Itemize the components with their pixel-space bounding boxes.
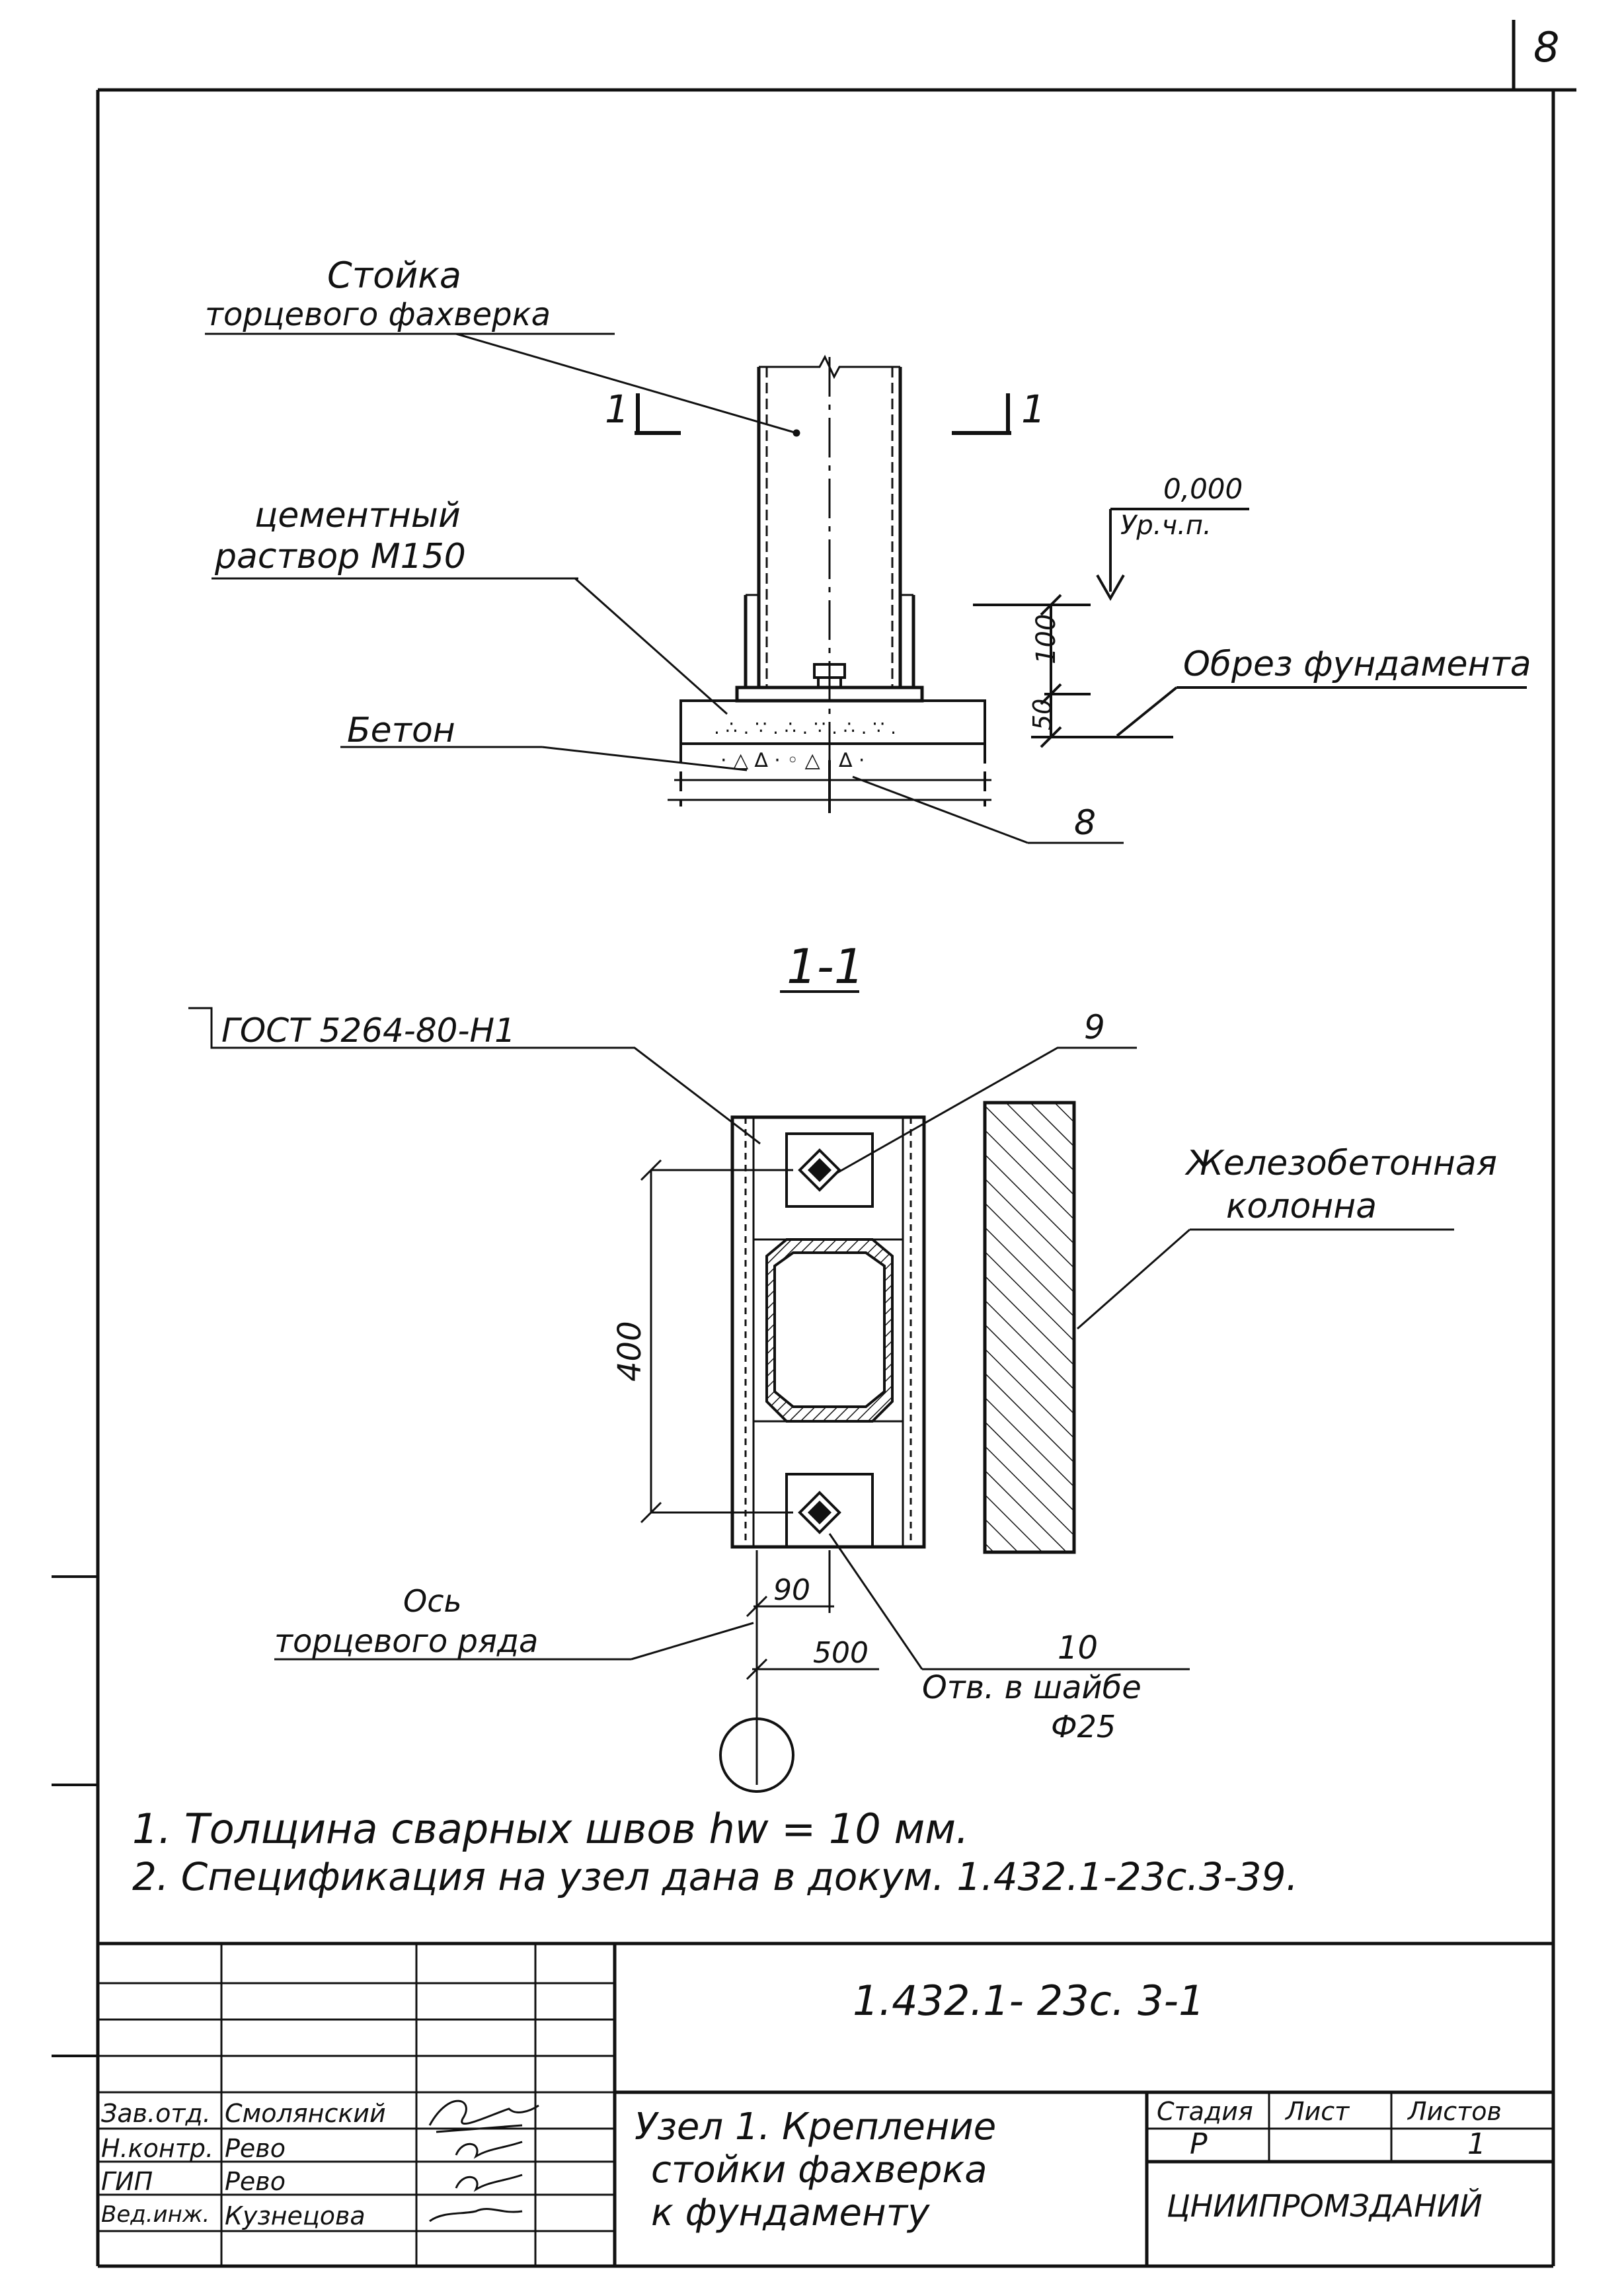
callout-9: 9 [1084, 1008, 1105, 1046]
dimension-400 [640, 1159, 793, 1524]
dim-50: 50 [1028, 698, 1057, 730]
level-marker [973, 508, 1527, 748]
name-zav-otd: Смолянский [225, 2099, 386, 2128]
dim-100: 100 [1031, 613, 1062, 664]
section-cut-marks [635, 393, 1011, 435]
hole-label-line-1: Отв. в шайбе [922, 1669, 1141, 1706]
role-zav-otd: Зав.отд. [101, 2099, 211, 2128]
note-1: 1. Толщина сварных швов hw = 10 мм. [132, 1805, 969, 1853]
name-ved-inzh: Кузнецова [225, 2201, 366, 2230]
column-label-line-1: Стойка [327, 255, 462, 296]
name-gip: Рево [225, 2167, 286, 2196]
signatures [428, 2100, 539, 2222]
rc-column-label-line-1: Железобетонная [1186, 1144, 1498, 1183]
role-gip: ГИП [101, 2167, 153, 2196]
section-mark-right: 1 [1021, 387, 1046, 432]
column-label-line-2: торцевого фахверка [205, 296, 551, 333]
note-2: 2. Спецификация на узел дана в докум. 1.… [132, 1854, 1298, 1899]
dim-400: 400 [611, 1321, 648, 1382]
drawing-title-line-2: стойки фахверка [651, 2148, 987, 2191]
foundation: . ∴ . ∵ . ∴ . ∵ . ∴ . ∵ . · △ ∆ · ◦ △ · … [674, 699, 991, 813]
sheets-header: Листов [1408, 2097, 1502, 2126]
sheets-value: 1 [1467, 2127, 1486, 2161]
sheet-frame [52, 20, 1576, 2268]
callout-8: 8 [1074, 803, 1097, 843]
sheet-header: Лист [1286, 2097, 1350, 2126]
page-number: 8 [1533, 23, 1560, 71]
section-bottom-dims [719, 1550, 879, 1793]
callout-10: 10 [1058, 1630, 1099, 1667]
section-leaders [188, 1007, 1454, 1671]
mortar-label-line-2: раствор М150 [215, 537, 466, 576]
foundation-edge-label: Обрез фундамента [1183, 645, 1531, 684]
role-n-kontr: Н.контр. [101, 2134, 214, 2163]
section-title: 1-1 [787, 939, 865, 994]
level-note: Ур.ч.п. [1120, 510, 1212, 541]
axis-label-line-2: торцевого ряда [274, 1623, 539, 1660]
organization: ЦНИИПРОМЗДАНИЙ [1167, 2188, 1483, 2224]
mortar-label-line-1: цементный [254, 496, 461, 535]
role-ved-inzh: Вед.инж. [101, 2201, 210, 2228]
drawing-title-line-1: Узел 1. Крепление [635, 2105, 997, 2148]
drawing-title-line-3: к фундаменту [651, 2191, 930, 2234]
svg-text:. ∴ . ∵ . ∴ . ∵ . ∴ . ∵ .: . ∴ . ∵ . ∴ . ∵ . ∴ . ∵ . [714, 717, 896, 738]
weld-spec: ГОСТ 5264-80-Н1 [221, 1011, 516, 1050]
hole-label-line-2: Ф25 [1051, 1709, 1116, 1745]
title-block-grid [98, 1942, 1553, 2266]
name-n-kontr: Рево [225, 2134, 286, 2163]
section-1-1 [730, 990, 1076, 1554]
elevation-leaders [205, 333, 1124, 844]
section-mark-left: 1 [605, 387, 629, 432]
dim-500: 500 [813, 1636, 869, 1670]
concrete-label: Бетон [347, 711, 455, 750]
axis-label-line-1: Ось [403, 1583, 462, 1619]
stage-header: Стадия [1157, 2097, 1253, 2126]
rc-column-label-line-2: колонна [1226, 1187, 1377, 1226]
dim-90: 90 [773, 1573, 810, 1607]
svg-text:· △ ∆ · ◦ △ · ∆ ·: · △ ∆ · ◦ △ · ∆ · [720, 749, 865, 772]
document-code: 1.432.1- 23с. 3-1 [853, 1977, 1205, 2025]
level-value: 0,000 [1163, 473, 1243, 505]
stage-value: Р [1190, 2127, 1208, 2161]
